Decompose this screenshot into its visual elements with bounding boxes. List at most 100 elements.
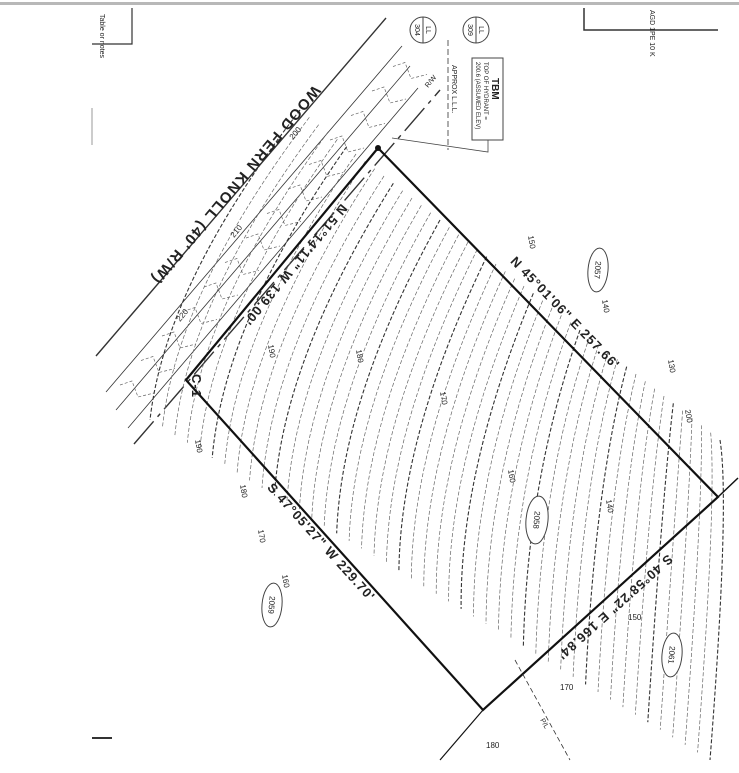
bearing-northwest: N 51°14'11" W 139.00' bbox=[240, 201, 350, 328]
corner-note-left-text: Table or notes bbox=[98, 14, 105, 58]
contour-line bbox=[435, 278, 515, 594]
grading-mark bbox=[203, 282, 239, 300]
property-line-dashed bbox=[514, 659, 571, 761]
contour-label: 140 bbox=[604, 499, 615, 514]
land-lot-309: LL 309 bbox=[462, 16, 490, 44]
contour-label: 210 bbox=[229, 223, 245, 239]
grading-mark bbox=[224, 258, 260, 275]
contour-line bbox=[585, 366, 628, 685]
lot-number: 2059 bbox=[266, 596, 277, 615]
contour-line bbox=[709, 439, 724, 761]
land-lot-number: 309 bbox=[466, 24, 473, 36]
land-lot-number: 304 bbox=[413, 24, 420, 36]
contour-line bbox=[535, 337, 590, 655]
contour-line bbox=[460, 293, 534, 609]
contour-line bbox=[647, 403, 674, 723]
left-frame-corner bbox=[92, 8, 133, 45]
contour-line bbox=[361, 234, 459, 549]
contour-line bbox=[162, 117, 310, 428]
land-lot-label: LL bbox=[424, 26, 431, 34]
grading-mark bbox=[140, 356, 176, 373]
contour-label: 130 bbox=[666, 359, 677, 374]
right-frame-corner bbox=[583, 8, 718, 31]
contour-line bbox=[510, 322, 571, 640]
lot-number: 2057 bbox=[592, 261, 603, 280]
contour-line bbox=[348, 227, 450, 541]
contour-line bbox=[199, 139, 338, 451]
corner-note-right-text: AGD 1PE 10 K bbox=[648, 10, 655, 57]
lot-boundary bbox=[184, 146, 720, 712]
lot-corner-marker bbox=[375, 145, 381, 151]
grading-mark bbox=[350, 111, 386, 128]
contour-label: 170 bbox=[256, 529, 267, 544]
contour-line bbox=[323, 212, 431, 526]
contour-line bbox=[398, 256, 488, 572]
bearing-southwest-text: S 47°05'27" W 229.70' bbox=[264, 480, 378, 604]
contour-label: 190 bbox=[266, 344, 277, 359]
corner-note-left: Table or notes bbox=[98, 14, 105, 58]
grading-mark bbox=[287, 184, 323, 202]
contour-label: 150 bbox=[628, 613, 642, 622]
benchmark-line2: 200.6 (ASSUMED ELEV) bbox=[474, 62, 480, 129]
contour-line bbox=[522, 329, 581, 647]
bearing-southeast: S 40°58'22" E 166.84' bbox=[554, 552, 675, 663]
approx-lll-text: APPROX L.L.L. bbox=[450, 65, 457, 114]
frame-top-border bbox=[0, 2, 739, 5]
contour-label: 150 bbox=[526, 235, 537, 250]
pl-label: P/L bbox=[538, 718, 549, 731]
land-lot-label: LL bbox=[477, 26, 484, 34]
contour-label: 180 bbox=[354, 349, 365, 364]
contour-line bbox=[261, 175, 385, 489]
contour-line bbox=[672, 417, 693, 738]
grading-mark bbox=[392, 62, 428, 79]
benchmark-leader bbox=[391, 137, 489, 153]
lot-2058: 2058 bbox=[525, 495, 549, 545]
approx-lll-label: APPROX L.L.L. bbox=[450, 65, 457, 114]
contour-line bbox=[211, 146, 348, 458]
rw-label: R/W bbox=[424, 74, 438, 89]
contour-label: 180 bbox=[486, 741, 500, 750]
contour-line bbox=[498, 315, 562, 632]
grading-mark bbox=[308, 160, 344, 177]
benchmark-box: TBM TOP OF HYDRANT = 200.6 (ASSUMED ELEV… bbox=[471, 57, 504, 141]
lot-2059: 2059 bbox=[261, 582, 283, 628]
contour-line bbox=[249, 168, 375, 481]
land-lot-304: LL 304 bbox=[409, 16, 437, 44]
contour-line bbox=[373, 241, 469, 557]
grading-mark bbox=[161, 331, 197, 349]
contour-line bbox=[684, 425, 702, 745]
contour-line bbox=[149, 109, 301, 421]
benchmark-title: TBM bbox=[489, 78, 500, 100]
contour-line bbox=[448, 285, 525, 602]
contour-label: 200 bbox=[683, 409, 694, 424]
adjacent-lot-line bbox=[717, 477, 739, 498]
contour-line bbox=[622, 388, 656, 708]
curve-label: C-1 bbox=[189, 374, 204, 398]
contour-line bbox=[547, 344, 600, 662]
lot-2061: 2061 bbox=[661, 632, 683, 678]
contour-line bbox=[572, 359, 618, 677]
contour-line bbox=[186, 131, 329, 443]
contour-line bbox=[560, 351, 609, 670]
contour-line bbox=[610, 381, 646, 700]
contour-label: 180 bbox=[238, 484, 249, 499]
benchmark-line1: TOP OF HYDRANT = bbox=[482, 62, 488, 120]
contour-line bbox=[485, 307, 553, 625]
contour-line bbox=[336, 219, 441, 534]
contour-line bbox=[273, 183, 394, 496]
contour-line bbox=[174, 124, 319, 436]
contour-line bbox=[697, 432, 713, 753]
contour-line bbox=[473, 300, 543, 617]
road-grading-marks bbox=[119, 62, 428, 398]
lot-2057: 2057 bbox=[587, 247, 609, 293]
grading-mark bbox=[119, 380, 155, 398]
lot-number: 2061 bbox=[666, 646, 677, 665]
grading-mark bbox=[245, 233, 281, 251]
contour-line bbox=[386, 249, 478, 564]
grading-mark bbox=[182, 307, 218, 324]
contour-line bbox=[311, 205, 422, 519]
lot-number: 2058 bbox=[531, 511, 542, 530]
contour-line bbox=[410, 263, 497, 579]
